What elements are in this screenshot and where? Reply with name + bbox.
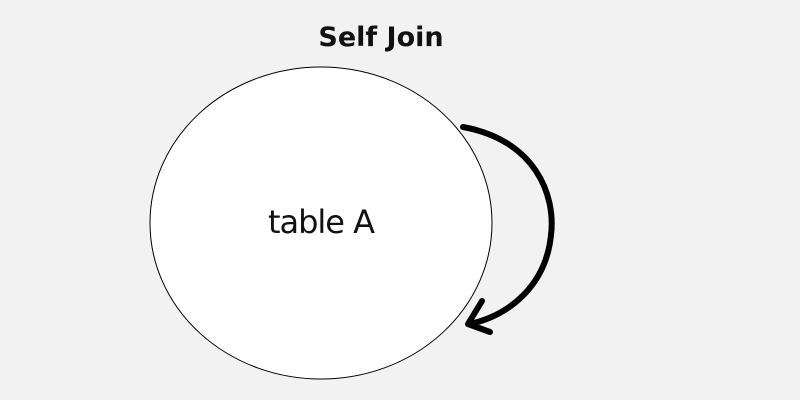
table-a-node xyxy=(149,66,493,380)
self-join-arrow xyxy=(460,124,555,335)
arrowhead-icon xyxy=(465,298,493,335)
diagram-title: Self Join xyxy=(318,22,444,53)
arrow-curve xyxy=(460,124,555,327)
table-a-label: table A xyxy=(267,203,375,241)
